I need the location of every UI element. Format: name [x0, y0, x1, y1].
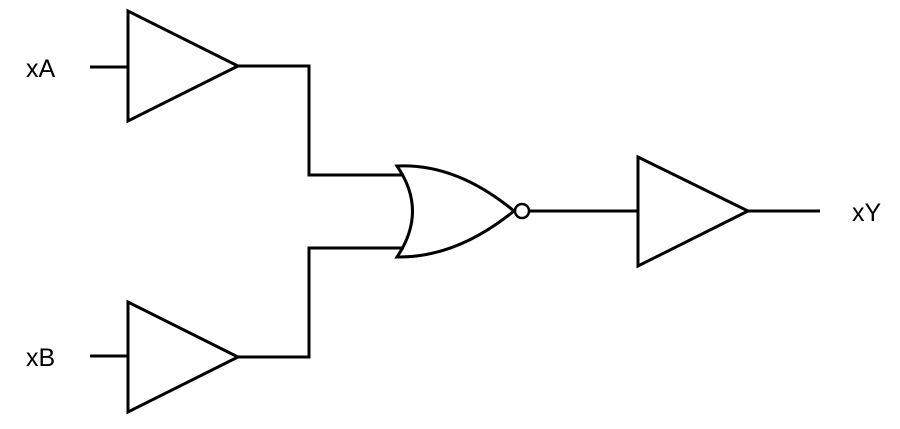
wire-b-to-nor: [238, 246, 404, 359]
nor-bubble-icon: [513, 202, 531, 220]
input-label-xb: xB: [26, 344, 55, 372]
buffer-out-icon: [636, 154, 752, 269]
buffer-a-icon: [126, 8, 242, 124]
input-label-xa: xA: [26, 55, 56, 83]
nor-gate-icon: [394, 164, 517, 259]
wire-a-to-nor: [238, 64, 404, 177]
output-label-xy: xY: [852, 199, 882, 227]
buffer-b-icon: [126, 299, 242, 415]
